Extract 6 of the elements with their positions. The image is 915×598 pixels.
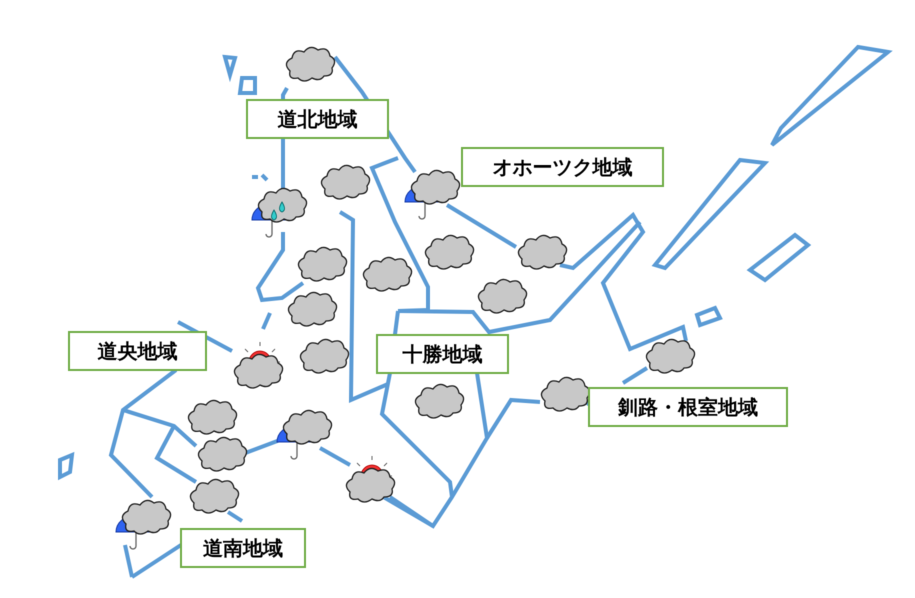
region-label-box: 道央地域 — [68, 331, 207, 371]
region-label-box: 十勝地域 — [376, 334, 509, 374]
region-label-box: 釧路・根室地域 — [588, 387, 788, 427]
region-label-box: オホーツク地域 — [461, 147, 664, 187]
region-label-box: 道南地域 — [180, 528, 306, 568]
region-label-box: 道北地域 — [246, 99, 389, 139]
